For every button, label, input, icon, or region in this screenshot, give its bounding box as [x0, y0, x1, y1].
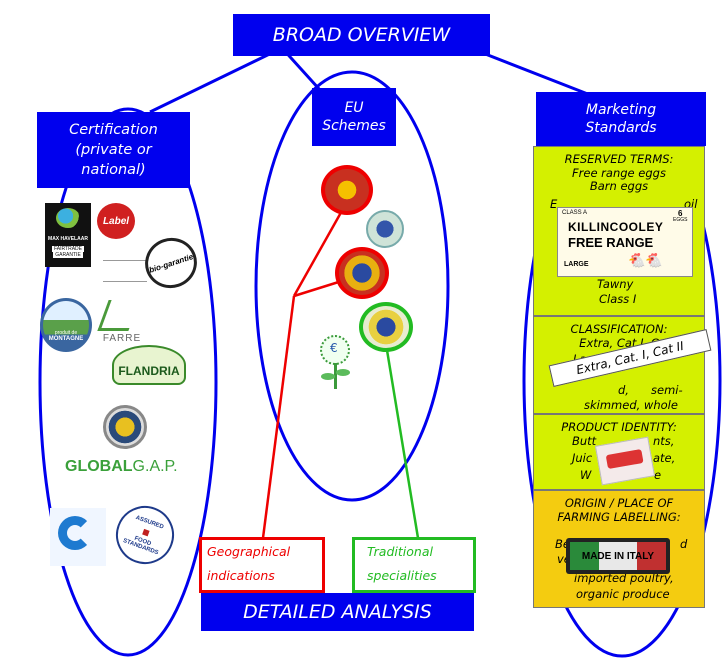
classification-partial-d: d, [618, 383, 629, 397]
certification-ellipse [38, 107, 218, 657]
origin-part: d [680, 537, 688, 551]
reserved-item: Free range eggs [572, 165, 666, 180]
label-fine-print [103, 260, 147, 282]
bio-garantie-text: bio-garantie [147, 251, 195, 275]
flandria-text: FLANDRIA [118, 364, 180, 378]
origin-heading-2: FARMING LABELLING: [557, 509, 681, 524]
pi-part: e [654, 468, 662, 482]
hen-icon: 🐔🐔 [628, 252, 663, 268]
eu-schemes-box: EU Schemes [312, 88, 396, 146]
pdo-seal-icon [321, 165, 373, 215]
reserved-terms-heading: RESERVED TERMS: [564, 152, 674, 166]
eu-schemes-ellipse [254, 70, 450, 502]
farre-logo: FARRE [95, 300, 149, 344]
made-in-italy-text: MADE IN ITALY [581, 550, 655, 562]
origin-item: organic produce [576, 587, 670, 601]
egg-size: LARGE [564, 261, 589, 268]
geographical-indications-box: Geographical indications [199, 537, 325, 593]
reserved-item-tawny: Tawny [597, 277, 634, 291]
label-rouge-logo: Label [97, 203, 135, 239]
reserved-item: Barn eggs [589, 179, 649, 193]
pi-part: Juic [572, 451, 593, 465]
egg-count-word: EGGS [673, 217, 688, 223]
classification-skimmed: skimmed, whole [584, 398, 678, 412]
globalgap-rest: G.A.P. [132, 458, 178, 475]
marketing-standards-box: Marketing Standards [536, 92, 706, 146]
pi-part: nts, [653, 434, 675, 448]
fairtrade-logo: MAX HAVELAAR FAIRTRADE GARANTIE [45, 203, 91, 267]
label-rouge-text: Label [102, 215, 130, 227]
pgi-seal-icon [335, 247, 389, 299]
pi-part: Butt [572, 434, 597, 448]
product-identity-heading: PRODUCT IDENTITY: [561, 420, 677, 434]
detailed-analysis-title: DETAILED ANALYSIS [201, 593, 474, 631]
fairtrade-text: MAX HAVELAAR [48, 236, 88, 242]
made-in-italy-label: MADE IN ITALY [566, 538, 670, 574]
egg-brand: KILLINCOOLEY [568, 220, 664, 234]
globalgap-logo: GLOBALG.A.P. [65, 458, 178, 476]
reserved-partial-left: E [550, 197, 558, 211]
montagne-text: MONTAGNE [48, 336, 84, 342]
classification-semi: semi- [651, 383, 683, 397]
qs-logo [50, 508, 106, 566]
farre-text: FARRE [102, 333, 142, 344]
globalgap-bold: GLOBAL [65, 458, 133, 475]
broad-overview-title: BROAD OVERVIEW [233, 14, 490, 56]
pi-part: W [580, 468, 592, 482]
flandria-logo: FLANDRIA [112, 345, 186, 385]
certification-box: Certification (private or national) [37, 112, 190, 188]
origin-item: imported poultry, [574, 571, 674, 585]
tsg-seal-icon [359, 302, 413, 352]
quality-seal-icon [103, 405, 147, 449]
pi-part: ate, [653, 451, 676, 465]
montagne-text: produit de [54, 330, 78, 336]
classification-heading: CLASSIFICATION: [570, 322, 668, 336]
traditional-specialities-box: Traditional specialities [352, 537, 476, 593]
produit-de-montagne-logo: produit de MONTAGNE [40, 298, 92, 352]
reserved-item-class: Class I [599, 292, 637, 306]
egg-class: CLASS A [562, 210, 588, 216]
organic-seal-icon [366, 210, 404, 248]
egg-count: 6 [678, 209, 683, 218]
egg-type: FREE RANGE [568, 235, 654, 250]
eu-organic-leaf-icon: € [316, 335, 356, 393]
origin-heading: ORIGIN / PLACE OF [564, 496, 674, 510]
fairtrade-text: FAIRTRADE [52, 246, 84, 252]
egg-box-label: CLASS A 6 EGGS KILLINCOOLEY FREE RANGE L… [557, 207, 693, 277]
fairtrade-text: GARANTIE [53, 252, 83, 258]
